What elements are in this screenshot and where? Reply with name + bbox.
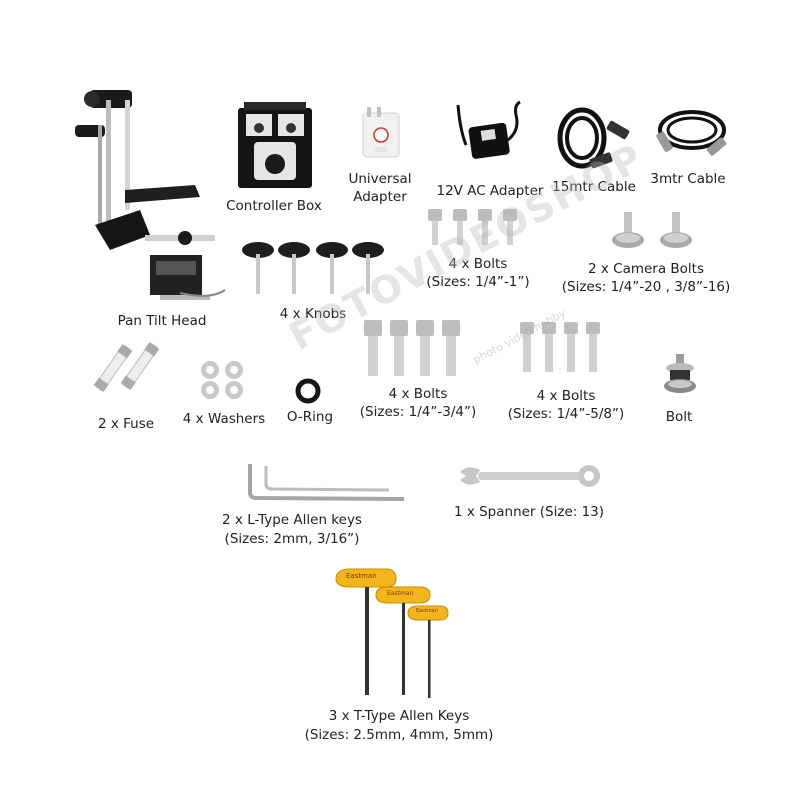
bolts-58-label-line1: 4 x Bolts — [536, 388, 596, 404]
bolts-34-label-line1: 4 x Bolts — [388, 386, 448, 402]
washers-label: 4 x Washers — [182, 411, 266, 427]
t-key-brand-1: Eastman — [346, 572, 377, 580]
bolt-label: Bolt — [665, 409, 693, 425]
cable-15m-label: 15mtr Cable — [552, 179, 636, 195]
bolt-image — [660, 352, 700, 402]
bolts-34-image — [362, 318, 467, 380]
universal-adapter-label-line2: Adapter — [353, 189, 407, 205]
camera-bolts-image — [610, 210, 700, 255]
ac-adapter-label: 12V AC Adapter — [436, 183, 544, 199]
t-key-brand-2: Eastman — [387, 590, 414, 597]
bolts-1in-image — [425, 207, 520, 247]
fuse-label: 2 x Fuse — [97, 416, 155, 432]
l-allen-keys-label-line2: (Sizes: 2mm, 3/16”) — [224, 531, 360, 547]
washers-image — [198, 360, 248, 400]
bolts-34-label-line2: (Sizes: 1/4”-3/4”) — [359, 404, 477, 420]
l-allen-keys-label-line1: 2 x L-Type Allen keys — [222, 512, 362, 528]
ac-adapter-image — [448, 100, 528, 170]
l-allen-keys-image — [244, 462, 409, 504]
spanner-label: 1 x Spanner (Size: 13) — [453, 504, 605, 520]
oring-label: O-Ring — [286, 409, 334, 425]
t-allen-keys-image: Eastman Eastman Eastman — [332, 565, 452, 700]
controller-box-image — [236, 100, 314, 190]
camera-bolts-label-line2: (Sizes: 1/4”-20 , 3/8”-16) — [561, 279, 731, 295]
t-allen-keys-label-line2: (Sizes: 2.5mm, 4mm, 5mm) — [304, 727, 494, 743]
fuse-image — [88, 338, 163, 393]
pan-tilt-head-image — [70, 85, 230, 305]
knobs-image — [238, 238, 388, 298]
bolts-58-image — [518, 320, 608, 375]
camera-bolts-label-line1: 2 x Camera Bolts — [587, 261, 705, 277]
universal-adapter-label-line1: Universal — [348, 171, 412, 187]
t-key-brand-3: Eastman — [416, 608, 438, 614]
universal-adapter-image — [355, 105, 407, 160]
cable-15m-image — [552, 100, 637, 175]
cable-3m-image — [652, 102, 730, 167]
spanner-image — [458, 462, 603, 490]
bolts-1in-label-line2: (Sizes: 1/4”-1”) — [426, 274, 530, 290]
oring-image — [295, 378, 321, 404]
bolts-58-label-line2: (Sizes: 1/4”-5/8”) — [507, 406, 625, 422]
t-allen-keys-label-line1: 3 x T-Type Allen Keys — [328, 708, 470, 724]
controller-box-label: Controller Box — [226, 198, 322, 214]
pan-tilt-head-label: Pan Tilt Head — [117, 313, 207, 329]
knobs-label: 4 x Knobs — [279, 306, 347, 322]
bolts-1in-label-line1: 4 x Bolts — [448, 256, 508, 272]
cable-3m-label: 3mtr Cable — [650, 171, 726, 187]
